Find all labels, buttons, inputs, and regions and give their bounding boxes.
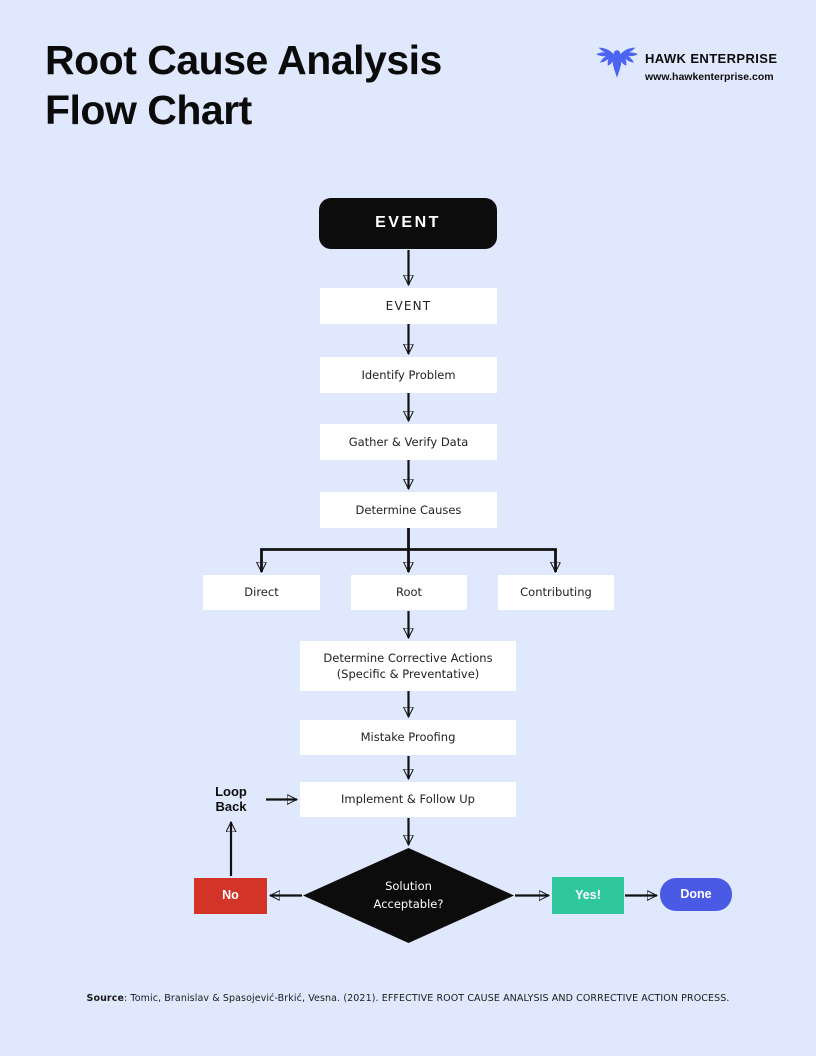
brand: HAWK ENTERPRISE www.hawkenterprise.com — [596, 45, 777, 83]
node-direct-cause: Direct — [203, 575, 320, 610]
source-citation: Source: Tomic, Branislav & Spasojević-Br… — [0, 993, 816, 1004]
page-title: Root Cause Analysis Flow Chart — [45, 37, 442, 133]
brand-name: HAWK ENTERPRISE — [645, 51, 778, 66]
brand-text: HAWK ENTERPRISE www.hawkenterprise.com — [645, 45, 777, 83]
source-text: : Tomic, Branislav & Spasojević-Brkić, V… — [124, 993, 730, 1004]
node-yes: Yes! — [552, 877, 624, 914]
loop-back-label: Loop Back — [215, 784, 247, 815]
node-done: Done — [660, 878, 732, 911]
node-implement-follow-up: Implement & Follow Up — [300, 782, 516, 817]
node-gather-verify-data: Gather & Verify Data — [320, 424, 497, 460]
node-identify-problem: Identify Problem — [320, 357, 497, 393]
node-no: No — [194, 878, 267, 914]
node-contributing-cause: Contributing — [498, 575, 614, 610]
source-label: Source — [86, 993, 124, 1004]
hawk-icon — [596, 47, 638, 78]
node-event: EVENT — [320, 288, 497, 324]
node-mistake-proofing: Mistake Proofing — [300, 720, 516, 755]
node-root-cause: Root — [351, 575, 467, 610]
brand-website: www.hawkenterprise.com — [645, 71, 774, 83]
node-start-event: EVENT — [319, 198, 497, 249]
node-determine-causes: Determine Causes — [320, 492, 497, 528]
node-determine-corrective-actions: Determine Corrective Actions (Specific &… — [300, 641, 516, 691]
